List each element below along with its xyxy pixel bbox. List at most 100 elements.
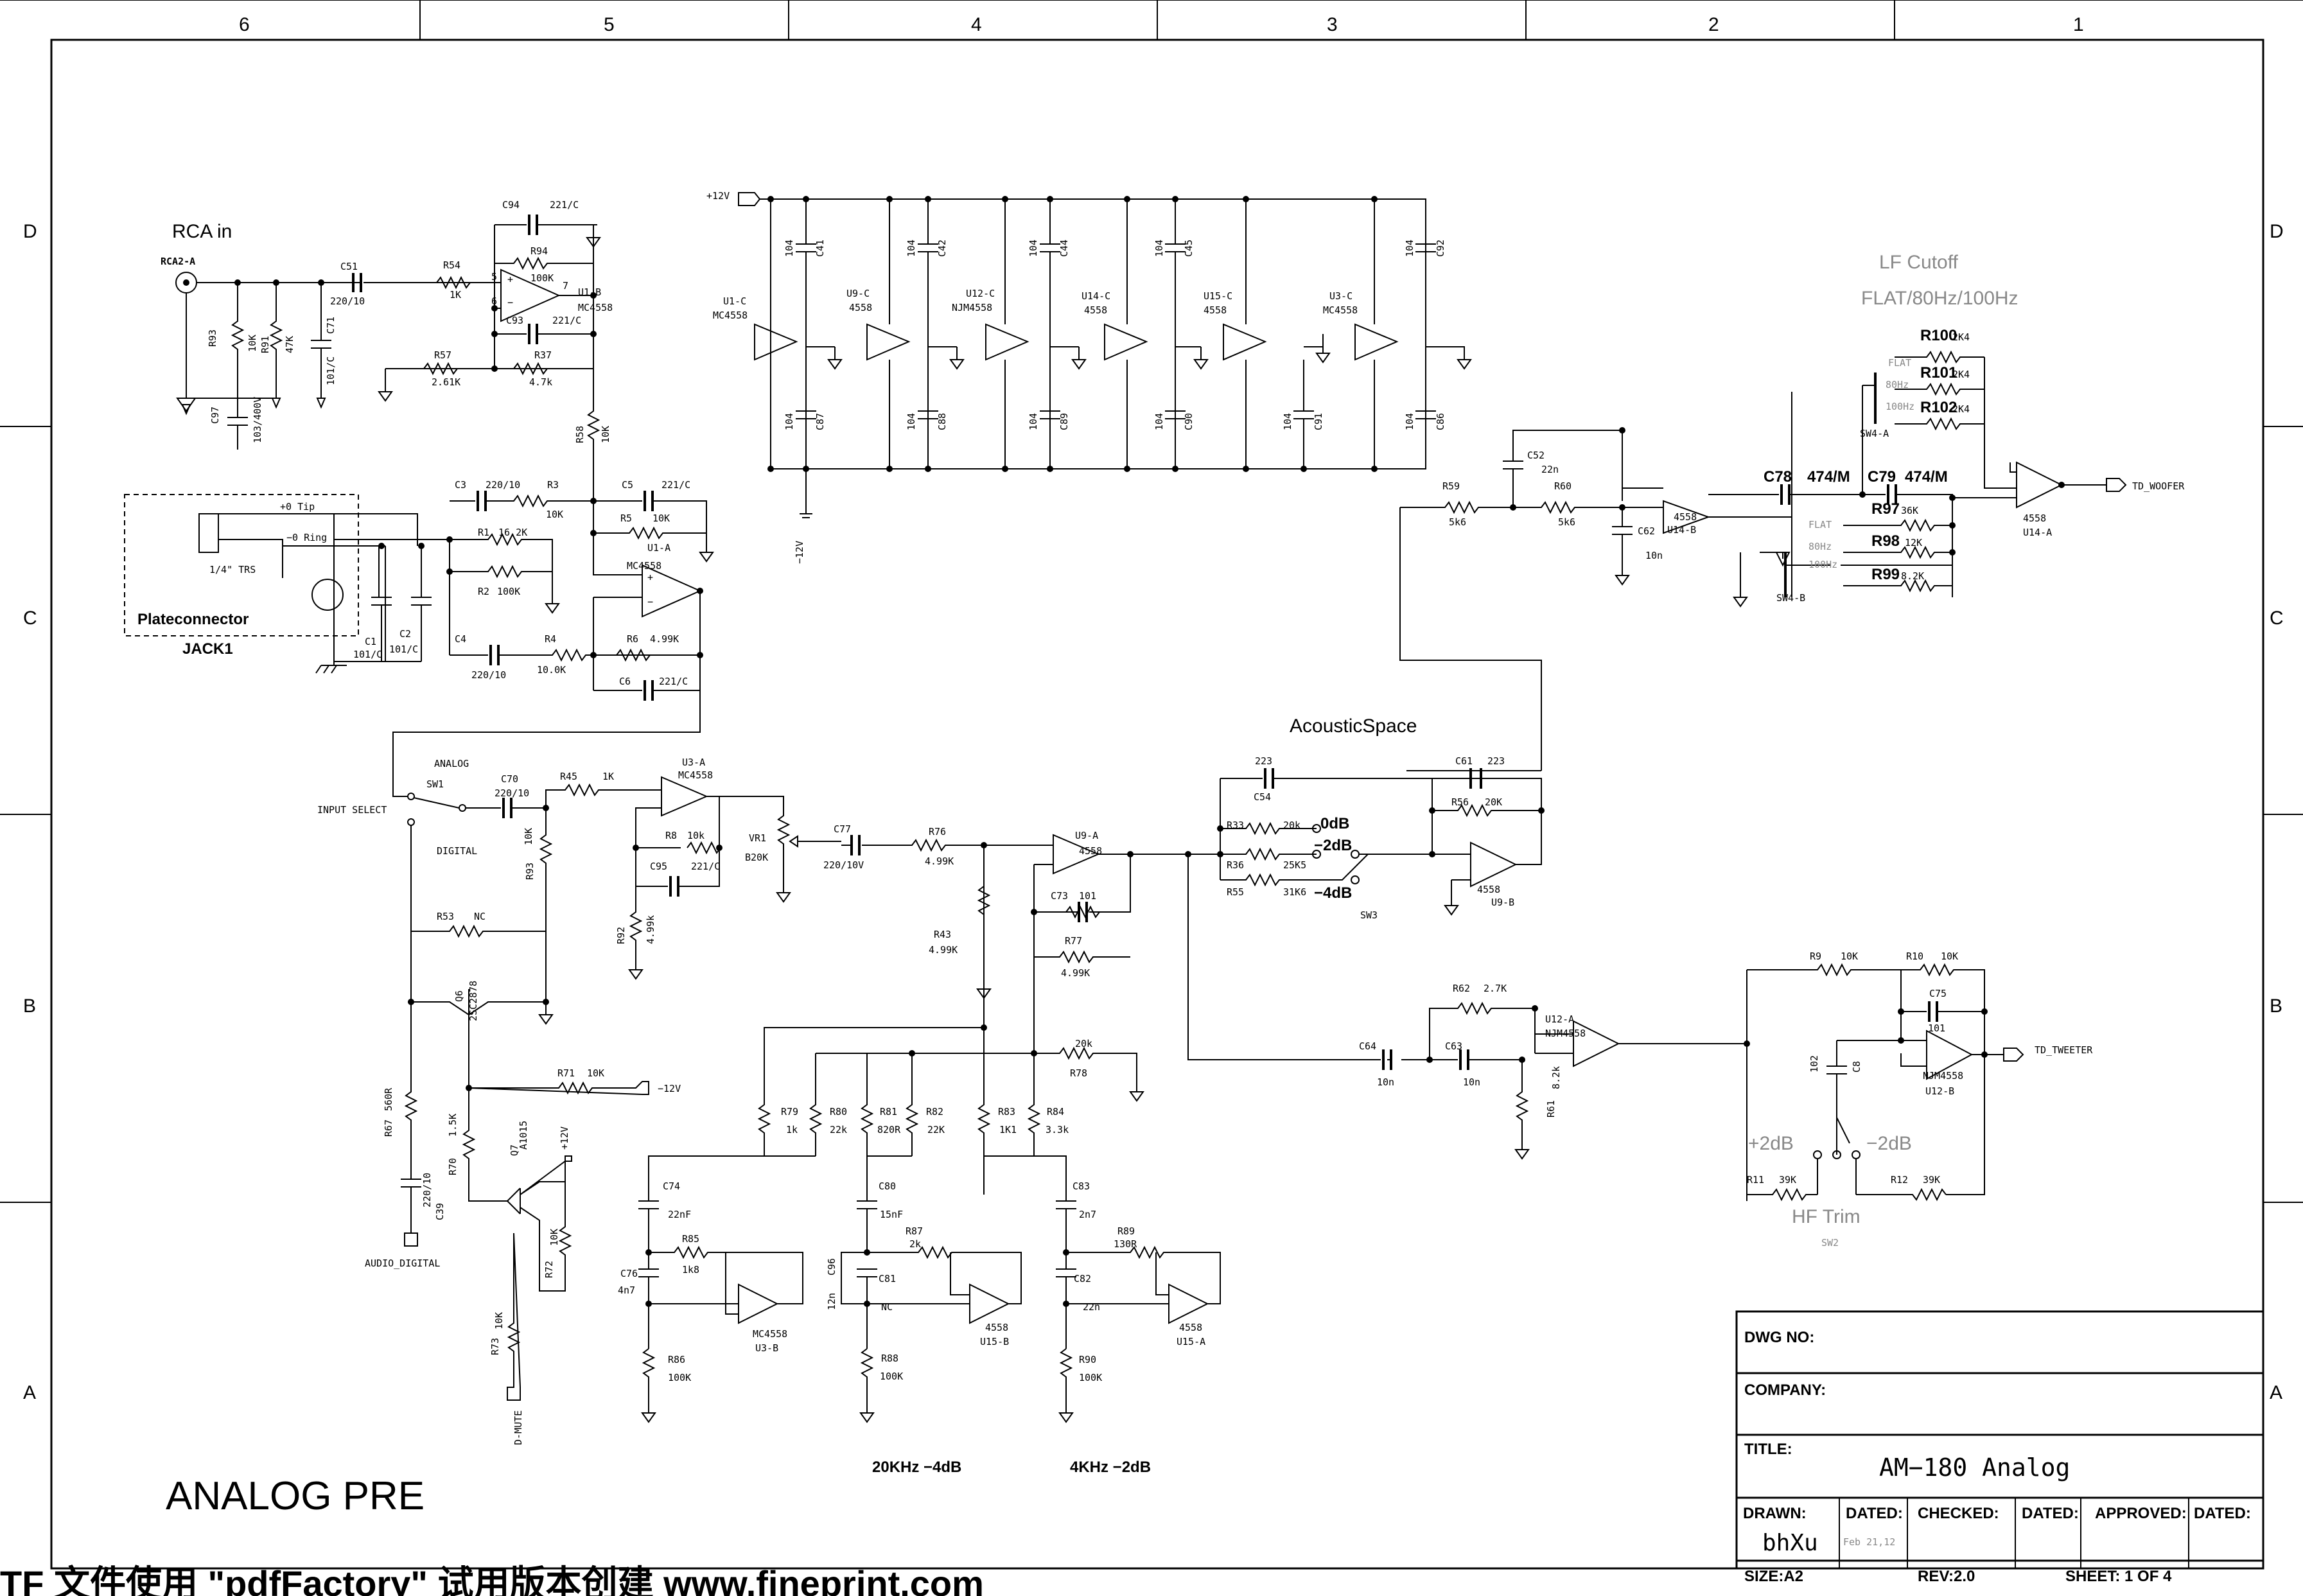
svg-text:C90: C90 <box>1183 413 1195 430</box>
hf-plus2-label: +2dB <box>1748 1133 1794 1154</box>
svg-text:10K: 10K <box>1841 951 1858 962</box>
svg-text:C62: C62 <box>1638 525 1655 537</box>
svg-text:U1-A: U1-A <box>647 542 670 554</box>
svg-text:R93: R93 <box>207 329 218 347</box>
zone-row-b-right: B <box>2270 995 2282 1017</box>
svg-text:R89: R89 <box>1117 1225 1135 1237</box>
trs-label: 1/4" TRS <box>209 564 256 575</box>
svg-text:C87: C87 <box>814 413 826 430</box>
svg-text:8.2K: 8.2K <box>1901 570 1924 582</box>
svg-text:R59: R59 <box>1442 480 1460 492</box>
svg-text:U12-C: U12-C <box>966 288 995 299</box>
svg-text:80Hz: 80Hz <box>1808 541 1832 552</box>
svg-text:R81: R81 <box>880 1106 897 1118</box>
svg-text:104: 104 <box>1404 240 1415 257</box>
svg-text:104: 104 <box>1282 413 1293 430</box>
svg-text:36K: 36K <box>1901 505 1918 516</box>
svg-text:R90: R90 <box>1079 1354 1096 1365</box>
drawn-label: DRAWN: <box>1743 1505 1807 1522</box>
svg-text:104: 104 <box>1028 240 1039 257</box>
svg-text:R77: R77 <box>1065 935 1082 947</box>
svg-text:C70: C70 <box>501 773 518 785</box>
filter-4k-label: 4KHz −2dB <box>1070 1459 1151 1476</box>
svg-text:R36: R36 <box>1227 859 1244 871</box>
lf-cutoff-label: LF Cutoff <box>1879 252 1959 273</box>
svg-text:100K: 100K <box>1079 1372 1102 1383</box>
p12v-label: +12V <box>706 190 730 202</box>
svg-text:FLAT: FLAT <box>1888 357 1911 369</box>
svg-text:101: 101 <box>1079 890 1096 902</box>
svg-text:C44: C44 <box>1058 240 1070 257</box>
hf-trim-label: HF Trim <box>1792 1206 1861 1227</box>
svg-text:2K4: 2K4 <box>1952 369 1970 380</box>
svg-text:221/C: 221/C <box>659 676 688 687</box>
zone-row-c: C <box>23 608 37 629</box>
svg-text:4558: 4558 <box>2023 513 2046 524</box>
power-supply-section: +12V −12V <box>706 190 1472 564</box>
drawn-date: Feb 21,12 <box>1843 1536 1895 1548</box>
ring-label: −0 Ring <box>286 532 327 543</box>
zone-col-5: 5 <box>604 14 615 35</box>
svg-text:U9-A: U9-A <box>1075 830 1098 841</box>
zone-col-4: 4 <box>971 14 982 35</box>
dated-label-3: DATED: <box>2194 1505 2251 1522</box>
svg-text:+: + <box>647 572 653 583</box>
svg-text:104: 104 <box>784 240 795 257</box>
svg-text:U1-B: U1-B <box>578 286 601 298</box>
svg-text:R12: R12 <box>1891 1174 1908 1186</box>
size-label: SIZE:A2 <box>1744 1568 1803 1585</box>
svg-text:C5: C5 <box>622 479 633 491</box>
svg-text:39K: 39K <box>1923 1174 1940 1186</box>
svg-text:R85: R85 <box>682 1233 699 1245</box>
svg-text:474/M: 474/M <box>1905 468 1948 486</box>
svg-text:10K: 10K <box>247 335 258 352</box>
svg-text:4.99k: 4.99k <box>645 915 656 944</box>
svg-text:R70: R70 <box>447 1158 459 1175</box>
zone-col-6: 6 <box>239 14 250 35</box>
svg-text:104: 104 <box>1153 413 1165 430</box>
svg-text:MC4558: MC4558 <box>713 310 748 321</box>
svg-text:SW1: SW1 <box>426 778 444 790</box>
svg-text:R99: R99 <box>1871 566 1900 583</box>
svg-text:R5: R5 <box>620 513 632 524</box>
svg-text:4558: 4558 <box>1477 884 1500 895</box>
acoustic-space-label: AcousticSpace <box>1290 715 1417 737</box>
svg-text:R84: R84 <box>1047 1106 1064 1118</box>
svg-text:2n7: 2n7 <box>1079 1209 1096 1220</box>
svg-text:R98: R98 <box>1871 532 1900 550</box>
svg-text:103/400V: 103/400V <box>252 397 263 443</box>
svg-text:39K: 39K <box>1779 1174 1796 1186</box>
m12v-label-top: −12V <box>794 541 805 564</box>
sw4b-label: SW4-B <box>1776 592 1805 604</box>
svg-text:22n: 22n <box>1083 1301 1100 1313</box>
svg-text:−: − <box>507 297 513 308</box>
zone-col-3: 3 <box>1327 14 1338 35</box>
zone-col-2: 2 <box>1708 14 1719 35</box>
sw2-label: SW2 <box>1821 1237 1839 1249</box>
svg-text:104: 104 <box>906 240 917 257</box>
svg-text:R78: R78 <box>1070 1067 1087 1079</box>
zone-row-a: A <box>23 1382 36 1403</box>
svg-text:223: 223 <box>1487 755 1505 767</box>
svg-text:2k: 2k <box>909 1238 921 1250</box>
svg-text:C83: C83 <box>1073 1180 1090 1192</box>
svg-text:R73: R73 <box>489 1338 501 1355</box>
svg-text:MC4558: MC4558 <box>753 1328 787 1340</box>
svg-text:20K: 20K <box>1485 796 1502 808</box>
svg-text:MC4558: MC4558 <box>678 769 713 781</box>
svg-text:R45: R45 <box>560 771 577 782</box>
svg-text:10K: 10K <box>523 828 534 845</box>
svg-text:C71: C71 <box>325 317 337 334</box>
svg-text:474/M: 474/M <box>1807 468 1850 486</box>
svg-text:R9: R9 <box>1810 951 1821 962</box>
svg-text:221/C: 221/C <box>661 479 690 491</box>
svg-text:R100: R100 <box>1920 327 1957 344</box>
svg-text:4.99K: 4.99K <box>650 633 679 645</box>
jack1-label: JACK1 <box>182 640 233 658</box>
svg-text:10K: 10K <box>600 426 611 443</box>
svg-text:C79: C79 <box>1868 468 1896 486</box>
